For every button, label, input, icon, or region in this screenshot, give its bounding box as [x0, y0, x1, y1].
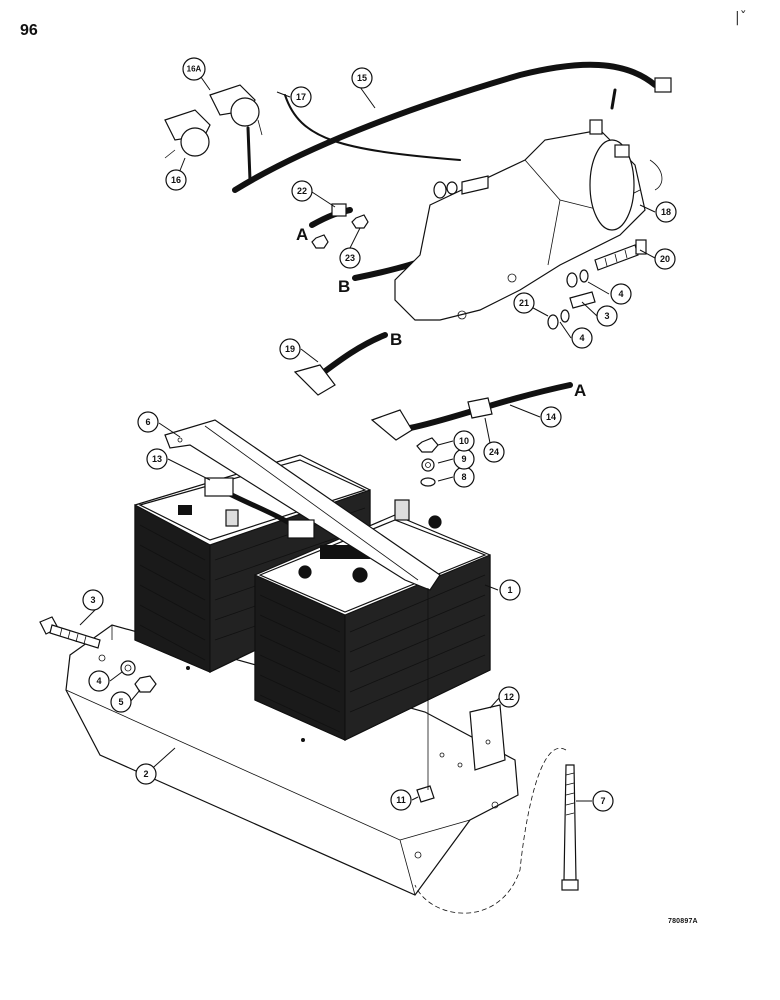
- starter-motor: [394, 119, 663, 321]
- starter-hardware: [311, 175, 647, 330]
- tray-nut: [134, 675, 157, 693]
- callout-24: 24: [483, 441, 505, 463]
- hold-down-bracket: [164, 419, 441, 591]
- tray-bolt: [39, 616, 101, 649]
- callout-15: 15: [351, 67, 373, 89]
- svg-text:5: 5: [118, 697, 123, 707]
- svg-text:4: 4: [579, 333, 584, 343]
- svg-text:7: 7: [600, 796, 605, 806]
- hold-down-hardware: [416, 437, 439, 487]
- callout-3-starter: 3: [596, 305, 618, 327]
- svg-text:23: 23: [345, 253, 355, 263]
- corner-mark: |ˇ: [735, 10, 747, 26]
- callout-11: 11: [390, 789, 412, 811]
- callout-6: 6: [137, 411, 159, 433]
- callout-4-starter-upper: 4: [610, 283, 632, 305]
- svg-text:12: 12: [504, 692, 514, 702]
- callout-1: 1: [499, 579, 521, 601]
- svg-text:13: 13: [152, 454, 162, 464]
- svg-text:16A: 16A: [187, 65, 202, 74]
- svg-text:2: 2: [143, 769, 148, 779]
- battery-cable-b: [293, 332, 388, 396]
- callout-12: 12: [498, 686, 520, 708]
- callout-14: 14: [540, 406, 562, 428]
- tray-washer-hole: [124, 664, 132, 672]
- svg-text:15: 15: [357, 73, 367, 83]
- callout-21: 21: [513, 292, 535, 314]
- connector-b-battery: B: [390, 330, 402, 349]
- svg-text:3: 3: [90, 595, 95, 605]
- svg-text:3: 3: [604, 311, 609, 321]
- svg-text:24: 24: [489, 447, 499, 457]
- callout-23: 23: [339, 247, 361, 269]
- callout-5: 5: [110, 691, 132, 713]
- svg-text:17: 17: [296, 92, 306, 102]
- callout-4-starter-lower: 4: [571, 327, 593, 349]
- tray-washer: [120, 660, 136, 676]
- clip: [416, 785, 435, 803]
- page-number: 96: [20, 22, 38, 39]
- callout-8: 8: [453, 466, 475, 488]
- callout-18: 18: [655, 201, 677, 223]
- connector-b-starter: B: [338, 277, 350, 296]
- callout-20: 20: [654, 248, 676, 270]
- battery-link-cable: [204, 477, 315, 539]
- callout-10: 10: [453, 430, 475, 452]
- callout-16: 16: [165, 169, 187, 191]
- callout-9: 9: [453, 448, 475, 470]
- callout-22: 22: [291, 180, 313, 202]
- svg-text:10: 10: [459, 436, 469, 446]
- svg-text:9: 9: [461, 454, 466, 464]
- svg-text:22: 22: [297, 186, 307, 196]
- support-plate: [469, 704, 506, 771]
- starter-cable: [232, 61, 672, 193]
- svg-text:6: 6: [145, 417, 150, 427]
- svg-text:4: 4: [618, 289, 623, 299]
- svg-text:21: 21: [519, 298, 529, 308]
- svg-text:18: 18: [661, 207, 671, 217]
- magnetic-switches: [164, 84, 263, 182]
- svg-text:8: 8: [461, 472, 466, 482]
- callout-3-tray: 3: [82, 589, 104, 611]
- svg-text:11: 11: [396, 795, 406, 805]
- callout-4-tray: 4: [88, 670, 110, 692]
- svg-text:14: 14: [546, 412, 556, 422]
- svg-text:4: 4: [96, 676, 101, 686]
- callout-13: 13: [146, 448, 168, 470]
- connector-a-battery: A: [574, 381, 586, 400]
- svg-text:16: 16: [171, 175, 181, 185]
- ground-cable-a: [309, 203, 353, 228]
- connector-a-starter: A: [296, 225, 308, 244]
- svg-text:1: 1: [507, 585, 512, 595]
- svg-text:19: 19: [285, 344, 295, 354]
- callout-17: 17: [290, 86, 312, 108]
- callout-16a: 16A: [182, 57, 206, 81]
- callout-2: 2: [135, 763, 157, 785]
- svg-text:20: 20: [660, 254, 670, 264]
- hold-down-rod: [414, 747, 579, 914]
- figure-code: 780897A: [668, 918, 698, 925]
- battery-cable-a: [370, 382, 573, 441]
- callout-7: 7: [592, 790, 614, 812]
- callout-19: 19: [279, 338, 301, 360]
